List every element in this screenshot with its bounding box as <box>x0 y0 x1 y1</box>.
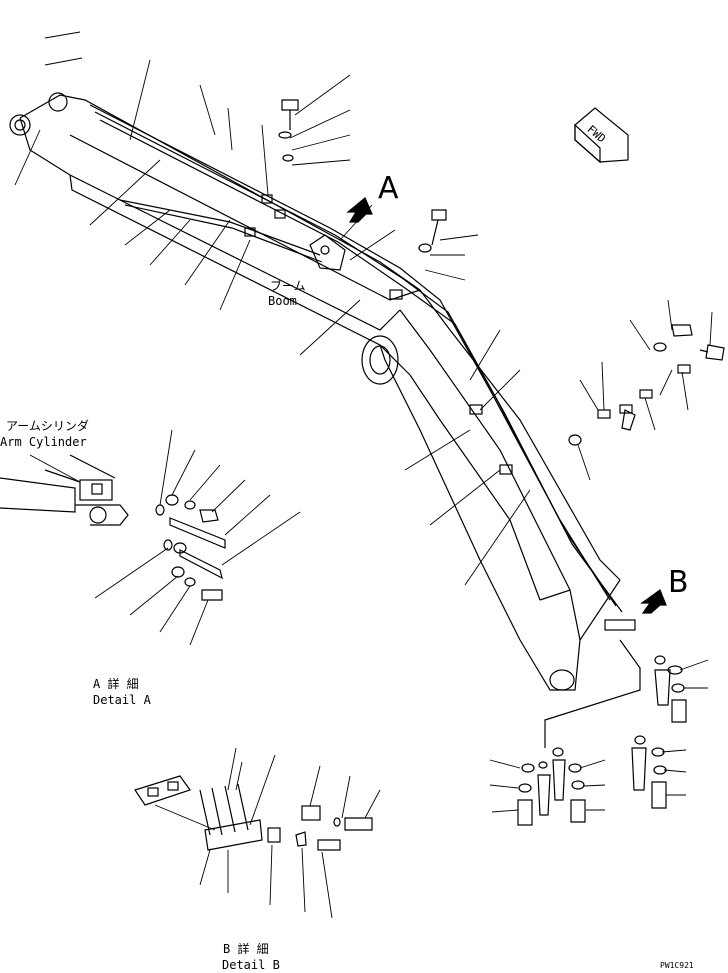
fwd-label: FWD <box>585 123 609 146</box>
detail-b-title-en: Detail B <box>222 958 280 972</box>
fwd-arrow-icon <box>574 107 629 164</box>
boom <box>9 92 636 691</box>
view-arrow-a-icon <box>346 197 373 223</box>
detail-b-parts-right <box>489 639 709 826</box>
boom-label-en: Boom <box>268 294 297 308</box>
detail-b-title-jp: B 詳 細 <box>223 941 269 956</box>
detail-a-parts <box>278 99 725 481</box>
view-label-b: B <box>668 565 689 600</box>
arm-cylinder-label-jp: アームシリンダ <box>6 418 89 433</box>
drawing-code: PW1C921 <box>660 961 694 970</box>
detail-a-title-en: Detail A <box>93 693 152 707</box>
arm-cylinder-label-en: Arm Cylinder <box>0 435 87 449</box>
text-labels: A B ブーム Boom アームシリンダ Arm Cylinder A 詳 細 … <box>0 123 694 972</box>
boom-label-jp: ブーム <box>270 278 306 293</box>
view-label-a: A <box>378 171 399 206</box>
detail-a-title-jp: A 詳 細 <box>93 676 139 691</box>
detail-b-exploded <box>134 747 381 919</box>
detail-a-exploded <box>94 429 301 646</box>
view-arrow-b-icon <box>640 589 667 614</box>
arm-cylinder <box>0 454 129 526</box>
leader-lines-boom <box>14 31 531 586</box>
